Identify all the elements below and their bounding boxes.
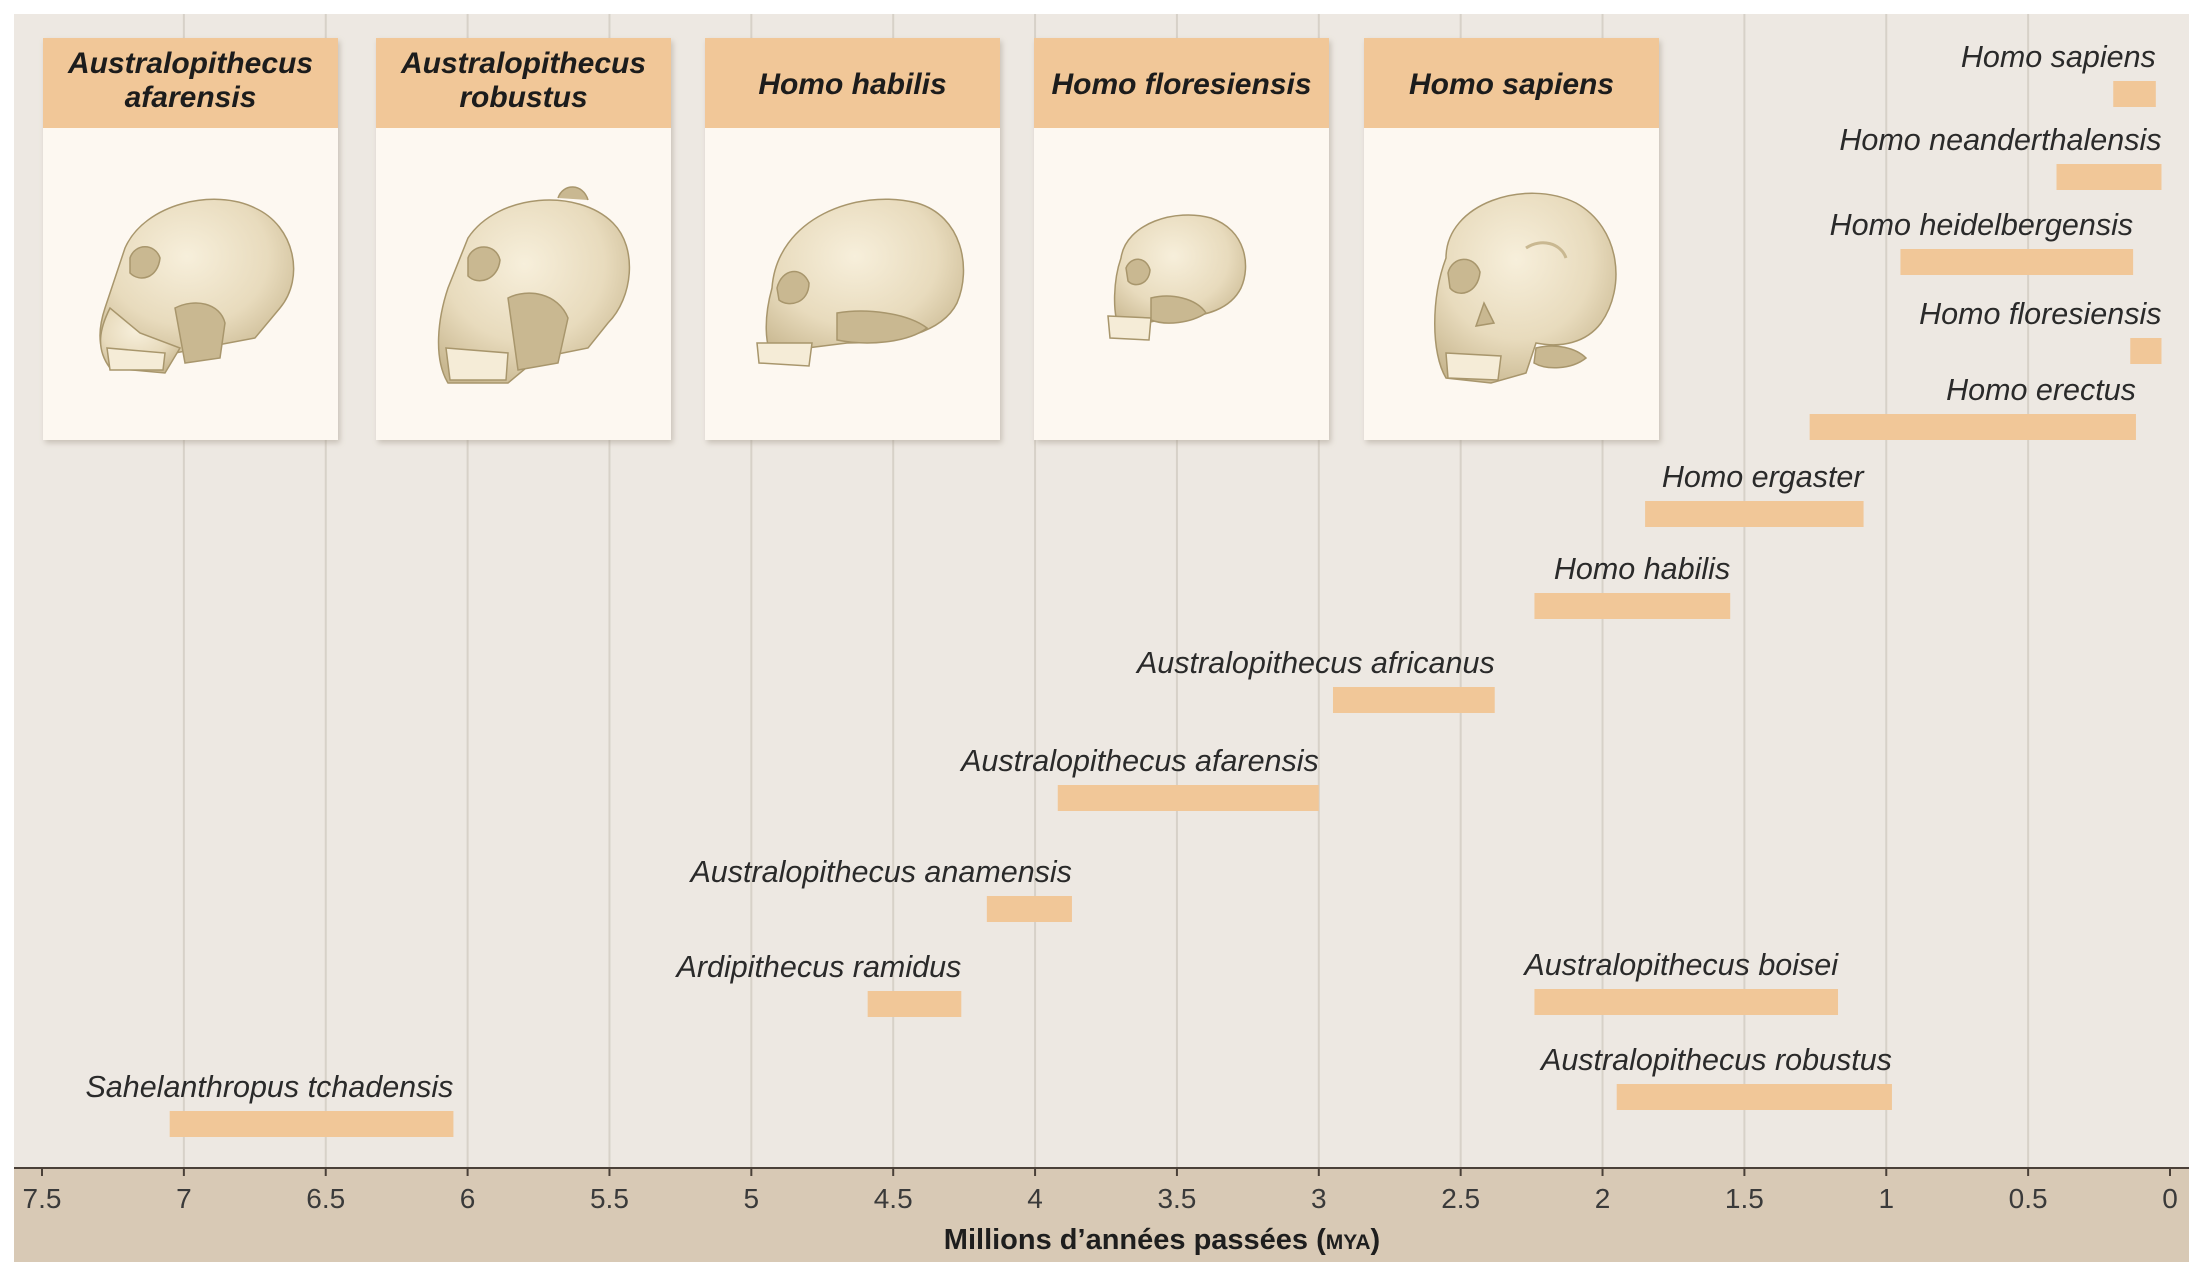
species-bar [1617, 1084, 1892, 1110]
x-tick-label: 1 [1878, 1183, 1894, 1214]
skull-card-title: Homo sapiens [1409, 68, 1614, 101]
species-label: Australopithecus anamensis [688, 855, 1071, 889]
species-bar [1333, 687, 1495, 713]
species-bar [987, 896, 1072, 922]
species-bar [1058, 785, 1319, 811]
species-label: Ardipithecus ramidus [674, 950, 961, 984]
species-label: Australopithecus robustus [1539, 1043, 1892, 1077]
x-tick-label: 4.5 [874, 1183, 913, 1214]
skull-cards: AustralopithecusafarensisAustralopithecu… [43, 38, 1659, 440]
x-tick-label: 5.5 [590, 1183, 629, 1214]
species-label: Sahelanthropus tchadensis [85, 1070, 453, 1104]
x-axis-title: Millions d’années passées (MYA) [944, 1224, 1380, 1256]
species-label: Homo floresiensis [1919, 297, 2161, 331]
species-bar [1534, 593, 1730, 619]
species-label: Australopithecus africanus [1135, 646, 1495, 680]
x-tick-label: 7 [176, 1183, 192, 1214]
x-tick-label: 0 [2162, 1183, 2178, 1214]
species-label: Homo neanderthalensis [1839, 123, 2161, 157]
x-tick-label: 2.5 [1441, 1183, 1480, 1214]
x-tick-label: 5 [744, 1183, 760, 1214]
x-tick-label: 3 [1311, 1183, 1327, 1214]
species-bar [2130, 338, 2161, 364]
species-bar [1645, 501, 1863, 527]
species-bar [2057, 164, 2162, 190]
skull-card-title: Homo habilis [758, 68, 946, 101]
skull-card-title: Australopithecus [67, 47, 313, 80]
species-label: Homo erectus [1946, 373, 2136, 407]
species-label: Australopithecus afarensis [959, 744, 1319, 778]
skull-card-title: Homo floresiensis [1051, 68, 1311, 101]
species-label: Homo habilis [1554, 552, 1730, 586]
species-label: Homo sapiens [1961, 40, 2156, 74]
x-tick-label: 0.5 [2009, 1183, 2048, 1214]
x-tick-label: 4 [1027, 1183, 1043, 1214]
x-tick-label: 2 [1595, 1183, 1611, 1214]
species-bar [868, 991, 962, 1017]
species-label: Homo ergaster [1662, 460, 1866, 494]
skull-card: Homo floresiensis [1034, 38, 1329, 440]
skull-card: Homo sapiens [1364, 38, 1659, 440]
x-tick-label: 3.5 [1157, 1183, 1196, 1214]
species-bar [1810, 414, 2136, 440]
skull-card-title: Australopithecus [400, 47, 646, 80]
skull-card-title: afarensis [125, 81, 257, 114]
x-tick-label: 1.5 [1725, 1183, 1764, 1214]
skull-card-title: robustus [459, 81, 587, 114]
species-label: Australopithecus boisei [1522, 948, 1839, 982]
species-label: Homo heidelbergensis [1830, 208, 2133, 242]
x-tick-label: 6.5 [306, 1183, 345, 1214]
species-bar [1534, 989, 1838, 1015]
species-bar [2113, 81, 2156, 107]
species-bar [170, 1111, 454, 1137]
skull-card: Homo habilis [705, 38, 1000, 440]
x-tick-label: 7.5 [23, 1183, 62, 1214]
species-bar [1900, 249, 2133, 275]
x-tick-label: 6 [460, 1183, 476, 1214]
